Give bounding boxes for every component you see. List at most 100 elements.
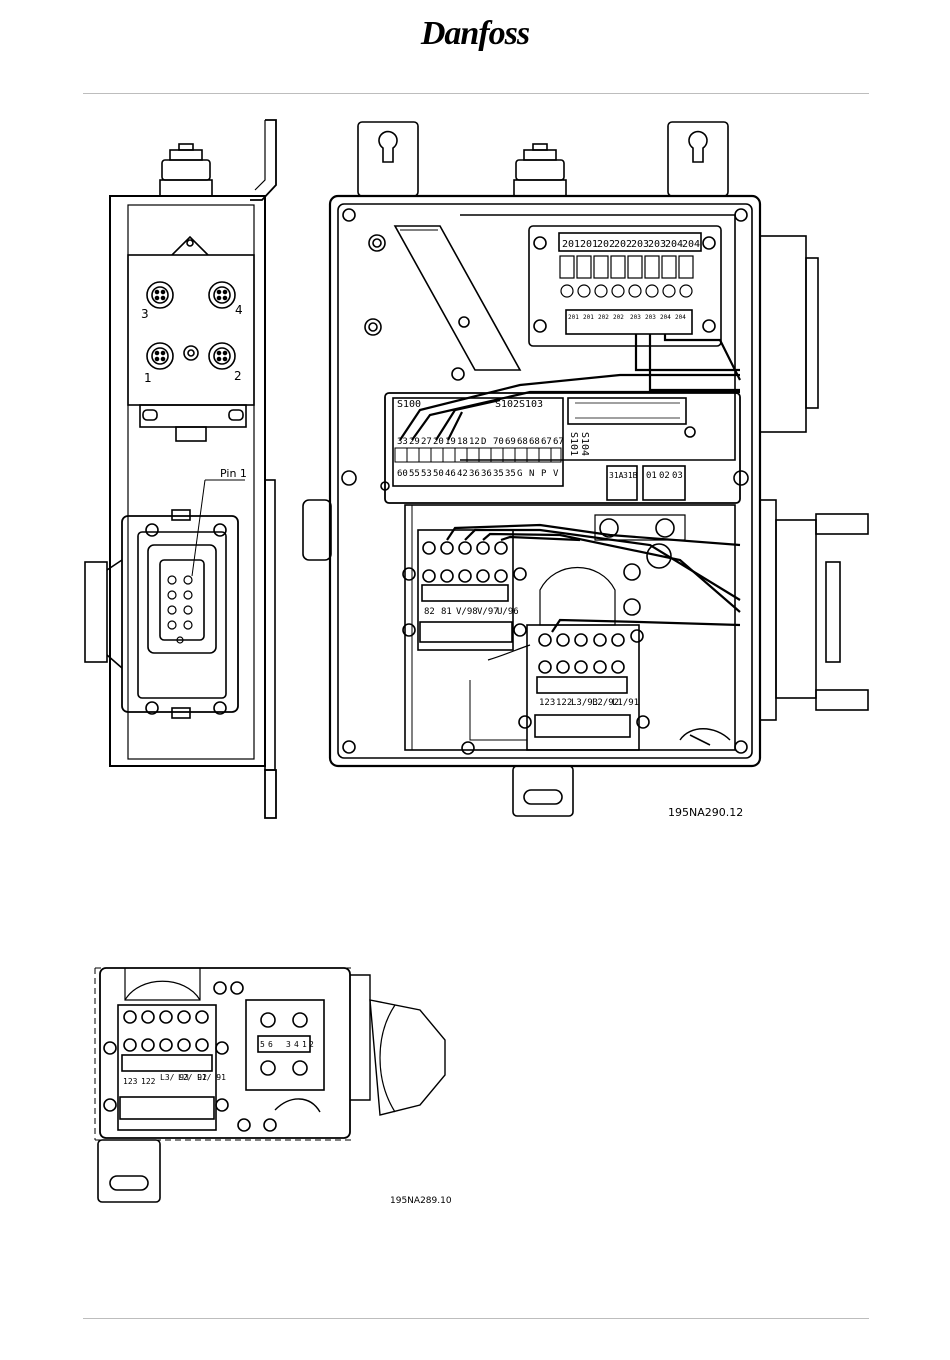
rail	[364, 225, 522, 381]
m12-connector-2	[208, 342, 236, 370]
mains-terminal-l3: L3/93	[571, 698, 598, 708]
detail-mains-terminal-l3: L3/ 93	[160, 1073, 189, 1082]
control-terminals-lower: 60 55 53 50 46 42 36 36 35 35 G N P V	[397, 469, 559, 479]
terminal-label: 201	[583, 314, 594, 321]
terminal-label: 201	[580, 239, 598, 250]
terminal-label: 19	[445, 437, 456, 447]
terminal-label: 35	[493, 469, 504, 479]
terminal-label: 203	[631, 239, 649, 250]
motor-terminal-81: 81	[441, 607, 452, 617]
switch-label-s104: S104	[579, 432, 590, 456]
relay-terminal-31b: 31B	[623, 471, 638, 480]
terminal-label: 60	[397, 469, 408, 479]
terminal-label: 202	[598, 314, 609, 321]
terminal-label: 55	[409, 469, 420, 479]
m12-connector-1	[146, 342, 174, 370]
terminal-label: 68	[529, 437, 540, 447]
connector-pins	[167, 575, 193, 644]
terminal-label: 50	[433, 469, 444, 479]
danfoss-logo: Danfoss	[410, 10, 540, 58]
terminal-label: N	[529, 469, 534, 479]
pin-1-label: Pin 1	[220, 467, 247, 480]
detail-view: 123 122 L3/ 93 L2/ 92 L1/ 91 5 6 3 4 1 2	[94, 967, 452, 1206]
switch-label-s103: S103	[519, 399, 543, 410]
mains-terminal-l1: L1/91	[612, 698, 639, 708]
terminal-label: 46	[445, 469, 456, 479]
terminal-label: 202	[597, 239, 615, 250]
figure-code-detail: 195NA289.10	[390, 1196, 452, 1206]
terminal-label: 53	[421, 469, 432, 479]
terminal-label: 203	[648, 239, 666, 250]
terminal-label: G	[517, 469, 522, 479]
terminal-label: 20	[433, 437, 444, 447]
connector-label-2: 2	[234, 369, 242, 383]
terminal-label: 27	[421, 437, 432, 447]
motor-terminal-u96: U/96	[497, 607, 519, 617]
detail-mains-terminal-123: 123	[123, 1077, 138, 1086]
figure-code-main: 195NA290.12	[668, 806, 743, 819]
terminal-label: 69	[505, 437, 516, 447]
terminal-label: V	[553, 469, 559, 479]
terminal-label: D	[481, 437, 486, 447]
connector-label-4: 4	[235, 303, 243, 317]
relay-output-01: 01	[646, 471, 657, 481]
switch-label-s100: S100	[397, 399, 421, 410]
switch-label-s102: S102	[495, 399, 519, 410]
mains-terminal-123: 123	[539, 698, 555, 708]
footer-rule	[83, 1318, 869, 1319]
logo-text: Danfoss	[420, 15, 530, 52]
motor-terminal-block: 82 81 V/98 V/97 U/96	[402, 529, 527, 651]
terminal-row-201-204: 201 201 202 202 203 203 204 204	[558, 232, 702, 298]
relay-output-02: 02	[659, 471, 670, 481]
terminal-label: 201	[568, 314, 579, 321]
switch-contact-label: 5	[260, 1040, 265, 1049]
terminal-label: 35	[505, 469, 516, 479]
mains-terminal-122: 122	[556, 698, 572, 708]
terminal-label: 204	[665, 239, 683, 250]
detail-mains-terminal-l2: L2/ 92	[178, 1073, 207, 1082]
terminal-label: 42	[457, 469, 468, 479]
mains-switch: 5 6 3 4 1 2	[245, 999, 325, 1091]
detail-mains-terminal-l1: L1/ 91	[197, 1073, 226, 1082]
terminal-label: 36	[481, 469, 492, 479]
terminal-label: 202	[614, 239, 632, 250]
switch-contact-label: 3	[286, 1040, 291, 1049]
m12-connector-4	[208, 281, 236, 309]
terminal-label: 67	[553, 437, 564, 447]
terminal-row-lower-201-204: 201 201 202 202 203 203 204 204	[565, 309, 693, 335]
control-terminals-upper: 33 29 27 20 19 18 12 D 70 69 68 68 67 67	[397, 437, 564, 447]
mains-terminal-l2: L2/92	[592, 698, 619, 708]
switch-contact-label: 6	[268, 1040, 273, 1049]
motor-terminal-v97: V/97	[477, 607, 499, 617]
terminal-label: 68	[517, 437, 528, 447]
detail-mains-terminal-122: 122	[141, 1077, 156, 1086]
motor-terminal-82: 82	[424, 607, 435, 617]
terminal-label: 18	[457, 437, 468, 447]
header-rule	[83, 93, 869, 94]
terminal-label: 67	[541, 437, 552, 447]
terminal-label: 36	[469, 469, 480, 479]
terminal-label: 204	[682, 239, 700, 250]
switch-contact-label: 2	[309, 1040, 314, 1049]
switch-label-s101: S101	[568, 432, 579, 456]
side-view: 3 4 1 2 Pin 1	[84, 119, 277, 819]
terminal-label: 204	[660, 314, 671, 321]
motor-terminal-v98: V/98	[456, 607, 478, 617]
switch-contact-label: 4	[294, 1040, 299, 1049]
terminal-label: 202	[613, 314, 624, 321]
terminal-label: 29	[409, 437, 420, 447]
terminal-label: 33	[397, 437, 408, 447]
m12-connector-3	[146, 281, 174, 309]
connector-label-3: 3	[141, 307, 149, 321]
terminal-label: 204	[675, 314, 686, 321]
mains-terminal-block: 123 122 L3/93 L2/92 L1/91	[518, 624, 650, 751]
front-view: 201 201 202 202 203 203 204 204 201 201	[302, 121, 869, 819]
terminal-label: 203	[645, 314, 656, 321]
relay-output-03: 03	[672, 471, 683, 481]
terminal-label: 70	[493, 437, 504, 447]
connector-label-1: 1	[144, 371, 152, 385]
terminal-label: 201	[562, 239, 580, 250]
terminal-label: P	[541, 469, 547, 479]
terminal-label: 12	[469, 437, 480, 447]
